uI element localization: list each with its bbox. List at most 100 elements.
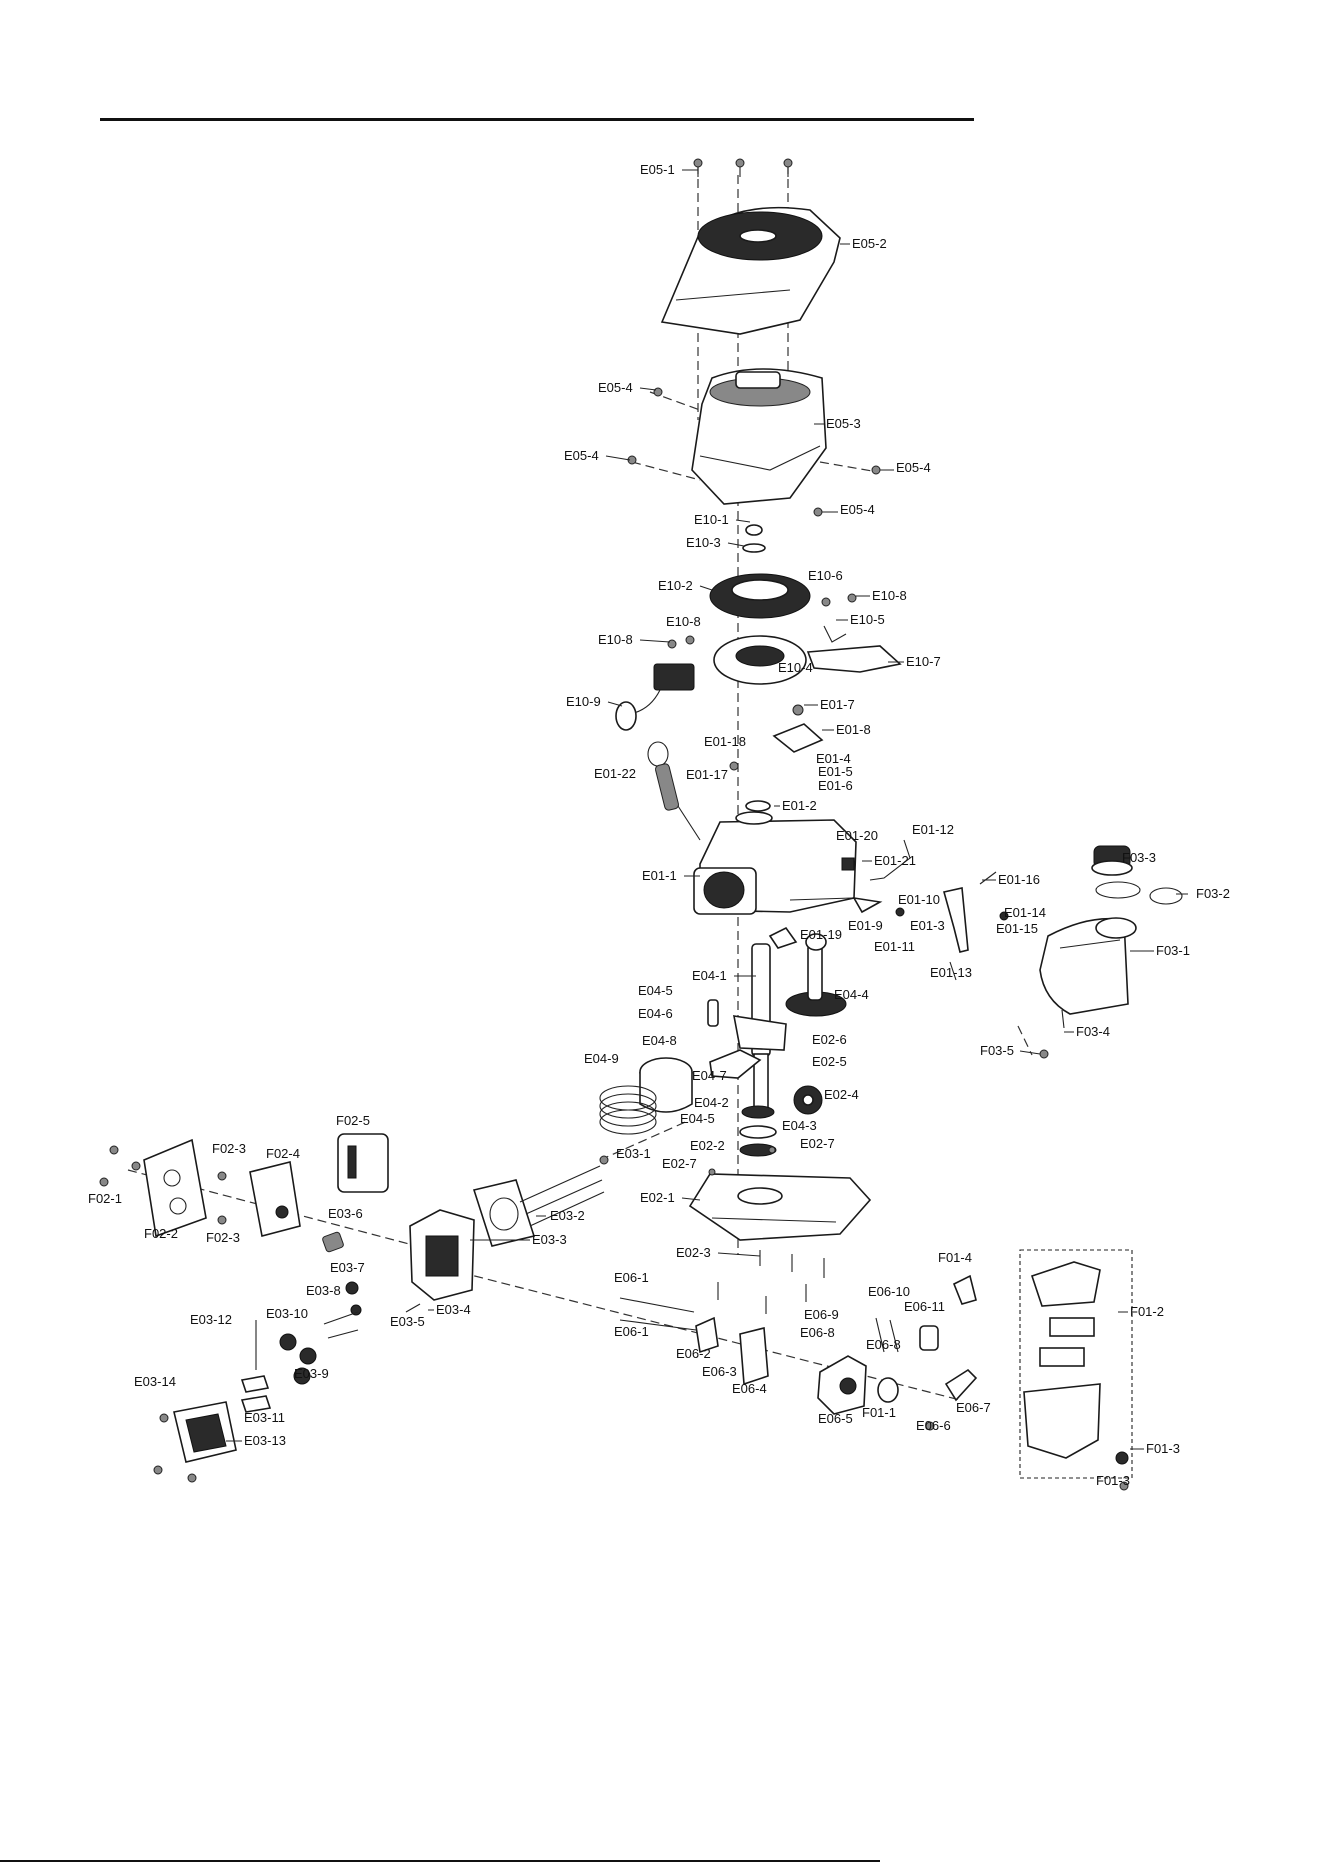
part-label-f03-2: F03-2 xyxy=(1196,886,1230,901)
part-label-e10-8: E10-8 xyxy=(666,614,701,629)
part-label-e05-4: E05-4 xyxy=(840,502,875,517)
breather-cover-e01-8 xyxy=(772,704,824,753)
part-label-e02-4: E02-4 xyxy=(824,1087,859,1102)
fasteners xyxy=(99,158,1129,1491)
part-label-e10-1: E10-1 xyxy=(694,512,729,527)
part-label-e06-7: E06-7 xyxy=(956,1400,991,1415)
part-label-e02-7: E02-7 xyxy=(662,1156,697,1171)
part-label-e01-16: E01-16 xyxy=(998,872,1040,887)
muffler-guard-f02-2 xyxy=(143,1138,207,1238)
rocker-arms-e03-11 xyxy=(240,1375,272,1413)
head-bolts-e03-2 xyxy=(519,1165,605,1227)
fan-housing-e05-3 xyxy=(691,368,827,505)
part-label-e03-7: E03-7 xyxy=(330,1260,365,1275)
spark-plug-e03-6 xyxy=(322,1231,344,1253)
fuel-tank-f03-1 xyxy=(1039,917,1137,1029)
part-label-e03-8: E03-8 xyxy=(306,1283,341,1298)
part-label-e02-7: E02-7 xyxy=(800,1136,835,1151)
dipstick-e01-22 xyxy=(647,741,701,841)
part-label-e03-4: E03-4 xyxy=(436,1302,471,1317)
part-label-e03-1: E03-1 xyxy=(616,1146,651,1161)
part-label-e01-21: E01-21 xyxy=(874,853,916,868)
part-label-e06-9: E06-9 xyxy=(804,1307,839,1322)
part-label-e03-12: E03-12 xyxy=(190,1312,232,1327)
governor-gear-e02-4 xyxy=(793,1085,823,1115)
air-filter-box-f01-2 xyxy=(1019,1249,1133,1479)
part-label-e04-3: E04-3 xyxy=(782,1118,817,1133)
fuel-hose-e06-7 xyxy=(944,1368,978,1402)
insulator-e06-3 xyxy=(695,1316,769,1386)
part-label-e03-14: E03-14 xyxy=(134,1374,176,1389)
part-label-e01-2: E01-2 xyxy=(782,798,817,813)
part-label-e06-3: E06-3 xyxy=(702,1364,737,1379)
part-label-e03-9: E03-9 xyxy=(294,1366,329,1381)
part-label-e05-3: E05-3 xyxy=(826,416,861,431)
part-label-e06-1: E06-1 xyxy=(614,1324,649,1339)
part-label-e01-14: E01-14 xyxy=(1004,905,1046,920)
part-label-e01-17: E01-17 xyxy=(686,767,728,782)
part-label-e01-5: E01-5 xyxy=(818,764,853,779)
flywheel-ring-e10-4 xyxy=(713,635,807,685)
part-label-e04-6: E04-6 xyxy=(638,1006,673,1021)
part-label-e01-1: E01-1 xyxy=(642,868,677,883)
part-label-e04-1: E04-1 xyxy=(692,968,727,983)
part-label-e06-10: E06-10 xyxy=(868,1284,910,1299)
sump-bolts-e02-3 xyxy=(717,1250,825,1314)
part-label-e01-12: E01-12 xyxy=(912,822,954,837)
part-label-e10-9: E10-9 xyxy=(566,694,601,709)
part-label-e03-6: E03-6 xyxy=(328,1206,363,1221)
part-label-e06-8: E06-8 xyxy=(800,1325,835,1340)
part-label-e10-8: E10-8 xyxy=(872,588,907,603)
part-label-e05-2: E05-2 xyxy=(852,236,887,251)
top-rule xyxy=(100,118,974,121)
part-label-e01-7: E01-7 xyxy=(820,697,855,712)
part-label-e01-9: E01-9 xyxy=(848,918,883,933)
part-label-e04-7: E04-7 xyxy=(692,1068,727,1083)
crankcase-e01-1 xyxy=(693,800,857,915)
part-label-e10-7: E10-7 xyxy=(906,654,941,669)
governor-linkage-e01 xyxy=(768,839,1009,981)
part-label-e02-5: E02-5 xyxy=(812,1054,847,1069)
part-label-f02-3: F02-3 xyxy=(206,1230,240,1245)
part-label-e10-2: E10-2 xyxy=(658,578,693,593)
cylinder-head-e03-4 xyxy=(409,1209,475,1301)
part-label-e10-6: E10-6 xyxy=(808,568,843,583)
part-label-e04-5: E04-5 xyxy=(638,983,673,998)
leader-lines xyxy=(226,169,1188,1450)
part-label-e01-15: E01-15 xyxy=(996,921,1038,936)
carburetor-e06-5 xyxy=(817,1317,939,1415)
part-label-e05-4: E05-4 xyxy=(598,380,633,395)
ignition-coil-e10-9 xyxy=(615,663,695,731)
brake-plate-e10-7 xyxy=(806,625,902,673)
part-label-e03-5: E03-5 xyxy=(390,1314,425,1329)
part-label-e10-8: E10-8 xyxy=(598,632,633,647)
part-label-e01-19: E01-19 xyxy=(800,927,842,942)
part-label-e04-5: E04-5 xyxy=(680,1111,715,1126)
part-label-f03-4: F03-4 xyxy=(1076,1024,1110,1039)
muffler-f02-4 xyxy=(249,1161,301,1237)
part-label-e03-10: E03-10 xyxy=(266,1306,308,1321)
part-label-e06-2: E06-2 xyxy=(676,1346,711,1361)
part-label-e05-4: E05-4 xyxy=(564,448,599,463)
part-label-e06-6: E06-6 xyxy=(916,1418,951,1433)
part-label-e03-2: E03-2 xyxy=(550,1208,585,1223)
part-label-e01-4: E01-4 xyxy=(816,751,851,766)
valve-parts-e03 xyxy=(255,1281,421,1385)
part-label-e04-4: E04-4 xyxy=(834,987,869,1002)
head-gasket-e03-3 xyxy=(472,1179,536,1247)
flywheel-e10-2 xyxy=(709,524,811,619)
part-label-f02-4: F02-4 xyxy=(266,1146,300,1161)
part-label-e04-2: E04-2 xyxy=(694,1095,729,1110)
part-label-f03-3: F03-3 xyxy=(1122,850,1156,865)
part-label-e01-10: E01-10 xyxy=(898,892,940,907)
camshaft-gear-e04-4 xyxy=(785,933,847,1017)
muffler-gasket-f02-5 xyxy=(337,1133,389,1193)
part-label-f02-2: F02-2 xyxy=(144,1226,178,1241)
wrist-pin-e04-6 xyxy=(707,999,719,1027)
part-label-e01-18: E01-18 xyxy=(704,734,746,749)
part-label-e01-13: E01-13 xyxy=(930,965,972,980)
part-label-e02-1: E02-1 xyxy=(640,1190,675,1205)
piston-rings-e04-9 xyxy=(599,1085,657,1135)
part-label-f03-1: F03-1 xyxy=(1156,943,1190,958)
valve-cover-e03-13 xyxy=(173,1401,237,1463)
